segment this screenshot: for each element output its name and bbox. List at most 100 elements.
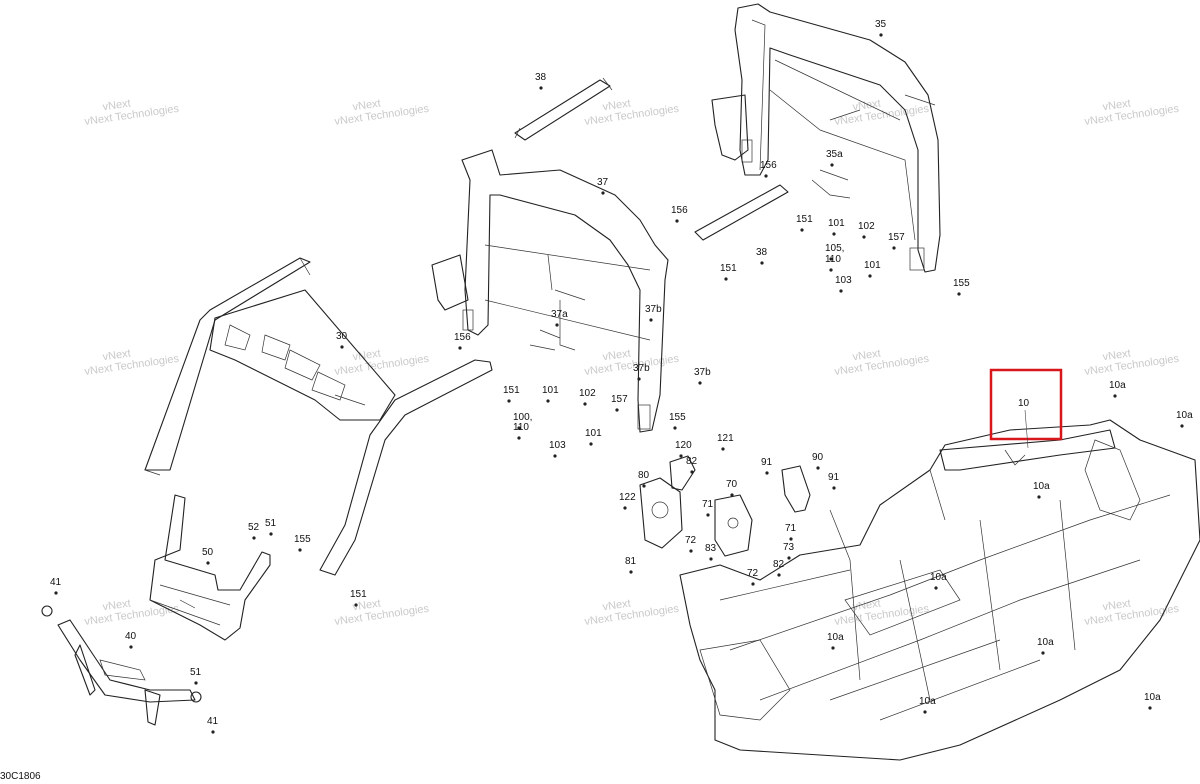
callout-label[interactable]: 157 bbox=[611, 394, 628, 405]
fastener-dot bbox=[830, 163, 834, 167]
highlight-label: 10 bbox=[1018, 398, 1030, 409]
fastener-dot bbox=[517, 426, 521, 430]
callout-label[interactable]: 72 bbox=[685, 535, 697, 546]
callout-label[interactable]: 110 bbox=[513, 422, 529, 433]
watermark-line2: vNext Technologies bbox=[84, 103, 180, 128]
callout-label[interactable]: 155 bbox=[294, 534, 311, 545]
fastener-dot bbox=[129, 645, 133, 649]
callout-label[interactable]: 37a bbox=[551, 309, 568, 320]
callout-label[interactable]: 156 bbox=[454, 332, 471, 343]
callout-label[interactable]: 10a bbox=[1037, 637, 1054, 648]
callout-label[interactable]: 83 bbox=[705, 543, 717, 554]
callout-label[interactable]: 40 bbox=[125, 631, 137, 642]
callout-label[interactable]: 10a bbox=[919, 696, 936, 707]
callout-label[interactable]: 50 bbox=[202, 547, 214, 558]
callout-label[interactable]: 35 bbox=[875, 19, 887, 30]
fastener-dot bbox=[765, 471, 769, 475]
callout-label[interactable]: 91 bbox=[761, 457, 773, 468]
callout-label[interactable]: 103 bbox=[549, 440, 566, 451]
callout-label[interactable]: 10a bbox=[1144, 692, 1161, 703]
callout-label[interactable]: 37 bbox=[597, 177, 609, 188]
watermark-line2: vNext Technologies bbox=[334, 103, 430, 128]
callout-label[interactable]: 105, bbox=[825, 243, 844, 254]
callout-label[interactable]: 110 bbox=[825, 254, 841, 265]
callout-label[interactable]: 102 bbox=[579, 388, 596, 399]
callout-label[interactable]: 10a bbox=[1109, 380, 1126, 391]
callout-label[interactable]: 71 bbox=[702, 499, 714, 510]
watermark-line2: vNext Technologies bbox=[334, 353, 430, 378]
watermark-line2: vNext Technologies bbox=[584, 353, 680, 378]
fastener-dot bbox=[862, 235, 866, 239]
fastener-dot bbox=[553, 454, 557, 458]
callout-label[interactable]: 102 bbox=[858, 221, 875, 232]
watermark-line1: vNext bbox=[852, 98, 882, 114]
callout-label[interactable]: 103 bbox=[835, 275, 852, 286]
callout-label[interactable]: 155 bbox=[953, 278, 970, 289]
callout-label[interactable]: 157 bbox=[888, 232, 905, 243]
fastener-dot bbox=[1180, 424, 1184, 428]
watermark-line1: vNext bbox=[352, 598, 382, 614]
rear-cage-part-35 bbox=[711, 3, 941, 273]
callout-label[interactable]: 41 bbox=[50, 577, 62, 588]
callout-label[interactable]: 72 bbox=[747, 568, 759, 579]
fastener-dot bbox=[730, 493, 734, 497]
callout-label[interactable]: 73 bbox=[783, 542, 795, 553]
callout-label[interactable]: 90 bbox=[812, 452, 824, 463]
fastener-dot bbox=[751, 582, 755, 586]
highlight-box[interactable] bbox=[989, 368, 1063, 441]
watermark-line2: vNext Technologies bbox=[834, 603, 930, 628]
callout-label[interactable]: 70 bbox=[726, 479, 738, 490]
callout-label[interactable]: 10a bbox=[930, 572, 947, 583]
watermark-line1: vNext bbox=[602, 348, 632, 364]
callout-label[interactable]: 80 bbox=[638, 470, 650, 481]
callout-label[interactable]: 35a bbox=[826, 149, 843, 160]
callout-label[interactable]: 41 bbox=[207, 716, 219, 727]
fastener-dot bbox=[642, 484, 646, 488]
callout-label[interactable]: 101 bbox=[542, 385, 559, 396]
callout-label[interactable]: 82 bbox=[686, 456, 698, 467]
callout-label[interactable]: 151 bbox=[720, 263, 737, 274]
fastener-dot bbox=[211, 730, 215, 734]
callout-label[interactable]: 101 bbox=[585, 428, 602, 439]
watermark-line1: vNext bbox=[852, 598, 882, 614]
fastener-dot bbox=[539, 86, 543, 90]
fastener-dot bbox=[832, 486, 836, 490]
callout-label[interactable]: 52 bbox=[248, 522, 260, 533]
fastener-dot bbox=[269, 532, 273, 536]
callout-label[interactable]: 122 bbox=[619, 492, 636, 503]
callout-label[interactable]: 37b bbox=[645, 304, 662, 315]
callout-label[interactable]: 156 bbox=[671, 205, 688, 216]
callout-label[interactable]: 82 bbox=[773, 559, 785, 570]
callout-label[interactable]: 91 bbox=[828, 472, 840, 483]
callout-label[interactable]: 71 bbox=[785, 523, 797, 534]
callout-label[interactable]: 37b bbox=[694, 367, 711, 378]
callout-label[interactable]: 151 bbox=[350, 589, 367, 600]
highlight-part-10[interactable]: 10 bbox=[989, 368, 1063, 449]
watermark-line1: vNext bbox=[1102, 98, 1132, 114]
callout-label[interactable]: 121 bbox=[717, 433, 734, 444]
callout-label[interactable]: 156 bbox=[760, 160, 777, 171]
callout-label[interactable]: 151 bbox=[796, 214, 813, 225]
callout-label[interactable]: 81 bbox=[625, 556, 637, 567]
fastener-dot bbox=[934, 586, 938, 590]
callout-label[interactable]: 155 bbox=[669, 412, 686, 423]
callout-label[interactable]: 38 bbox=[756, 247, 768, 258]
fastener-dot bbox=[507, 399, 511, 403]
callout-label[interactable]: 51 bbox=[265, 518, 277, 529]
callout-label[interactable]: 38 bbox=[535, 72, 547, 83]
callout-label[interactable]: 101 bbox=[828, 218, 845, 229]
callout-label[interactable]: 101 bbox=[864, 260, 881, 271]
callout-label[interactable]: 100, bbox=[513, 412, 532, 423]
callout-label[interactable]: 10a bbox=[1033, 481, 1050, 492]
callout-label[interactable]: 10a bbox=[827, 632, 844, 643]
callout-label[interactable]: 151 bbox=[503, 385, 520, 396]
callout-label[interactable]: 51 bbox=[190, 667, 202, 678]
crossbar-part-38-upper bbox=[514, 77, 613, 141]
fastener-dot bbox=[777, 573, 781, 577]
callout-label[interactable]: 37b bbox=[633, 363, 650, 374]
callout-label[interactable]: 30 bbox=[336, 331, 348, 342]
callout-label[interactable]: 120 bbox=[675, 440, 692, 451]
callout-label[interactable]: 10a bbox=[1176, 410, 1193, 421]
